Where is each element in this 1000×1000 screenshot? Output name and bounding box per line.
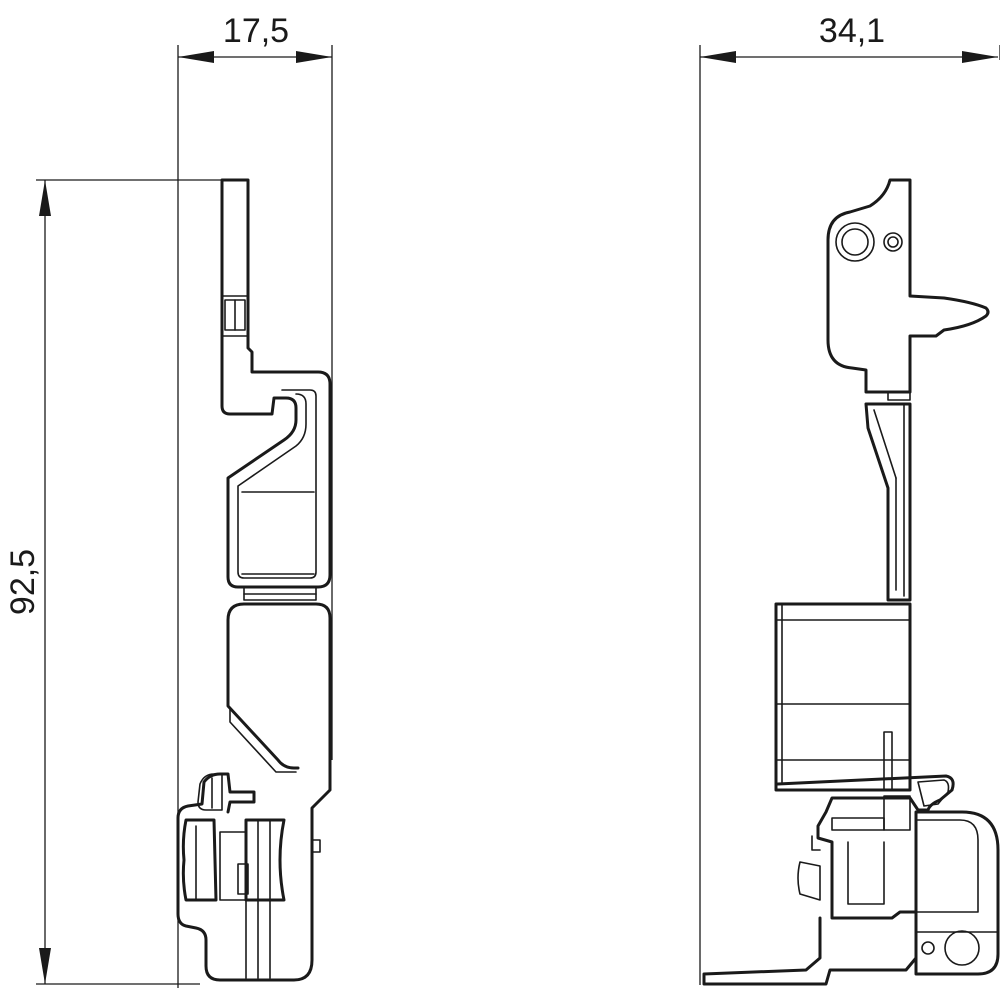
terminal-blade-outline — [220, 178, 332, 589]
housing-outline — [176, 602, 332, 982]
arrowhead-left — [178, 51, 214, 63]
arrowhead-right — [296, 51, 332, 63]
dimension-label-width-side: 17,5 — [223, 12, 289, 50]
dimension-height: 92,5 — [4, 179, 226, 985]
arrowhead-right — [962, 51, 998, 63]
arrowhead-top — [39, 180, 51, 216]
arrowhead-left — [700, 51, 736, 63]
clamp-outline — [702, 774, 955, 986]
contact-plate-outline — [826, 178, 990, 394]
dimension-label-height: 92,5 — [4, 549, 42, 615]
side-clamp-right — [244, 818, 286, 902]
arrowhead-bottom — [39, 948, 51, 984]
dimension-width-front: 34,1 — [699, 12, 1000, 985]
dimension-width-side: 17,5 — [177, 12, 333, 988]
neck-strip — [864, 402, 912, 602]
front-view — [702, 178, 1000, 986]
side-clamp-left — [181, 818, 218, 902]
side-view — [176, 178, 332, 982]
housing-block — [774, 602, 912, 792]
dimension-label-width-front: 34,1 — [819, 12, 885, 50]
right-housing — [914, 810, 1000, 976]
